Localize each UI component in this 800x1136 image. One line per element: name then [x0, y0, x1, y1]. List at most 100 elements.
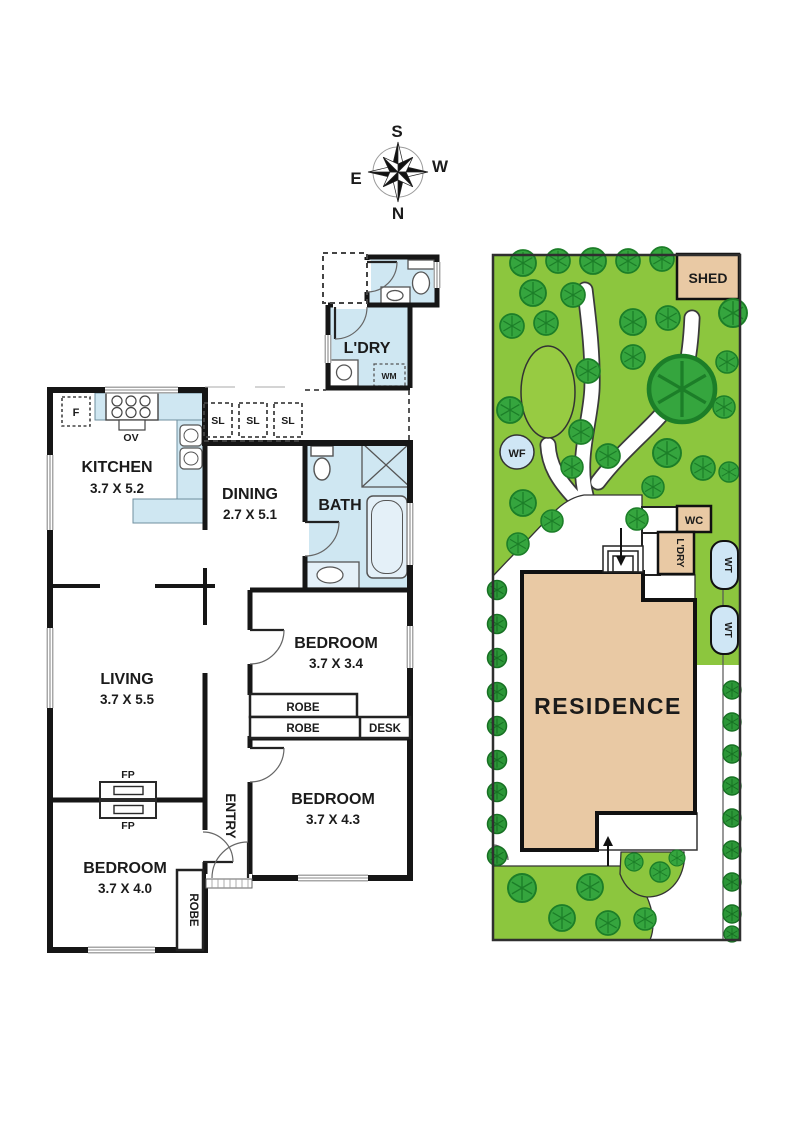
living-label: LIVING [100, 671, 153, 688]
shed [675, 252, 741, 301]
fireplace-label: FP [121, 769, 134, 781]
fireplace-label: FP [121, 820, 134, 832]
bedroom1-dims: 3.7 X 3.4 [309, 656, 364, 671]
floor-plan: KITCHEN 3.7 X 5.2 DINING 2.7 X 5.1 BATH … [46, 252, 441, 954]
dining-label: DINING [222, 486, 278, 503]
bath-toilet-icon [310, 445, 334, 481]
fridge-space-outline [61, 396, 91, 427]
tree-icon [624, 852, 644, 872]
compass-north-label: N [392, 204, 404, 223]
robe-label: ROBE [286, 723, 320, 735]
bedroom3-dims: 3.7 X 4.0 [98, 881, 152, 896]
tree-icon [579, 247, 607, 275]
front-porch-steps [205, 878, 253, 889]
tree-icon [641, 475, 665, 499]
bedroom2-dims: 3.7 X 4.3 [306, 812, 361, 827]
tree-icon [519, 279, 547, 307]
compass-east-label: E [350, 169, 361, 188]
tree-icon [499, 313, 525, 339]
compass-star-icon [367, 141, 429, 203]
shrub-icon [722, 872, 742, 892]
tree-icon [668, 849, 686, 867]
living-dims: 3.7 X 5.5 [100, 692, 155, 707]
fireplace-icon [99, 781, 157, 819]
tree-icon [595, 443, 621, 469]
water-feature-label: WF [508, 448, 525, 460]
tree-icon [625, 507, 649, 531]
lawn-oval [520, 345, 576, 439]
open-plan-wall-stubs [50, 568, 215, 625]
tree-icon [545, 248, 571, 274]
bedroom3-label: BEDROOM [83, 860, 167, 877]
bedroom2-label: BEDROOM [291, 791, 375, 808]
shrub-icon [486, 845, 508, 867]
compass-south-label: S [391, 122, 402, 141]
laundry-wc-walls [325, 254, 440, 391]
residence-label: RESIDENCE [534, 693, 682, 719]
window [46, 455, 54, 530]
tree-icon [560, 282, 586, 308]
kitchen-dims: 3.7 X 5.2 [90, 481, 144, 496]
shrub-icon [722, 712, 742, 732]
window [324, 335, 332, 363]
tree-icon [496, 396, 524, 424]
shrub-icon [486, 613, 508, 635]
compass-rose: S N E W [350, 122, 449, 223]
shrub-icon [722, 808, 742, 828]
tree-icon [655, 305, 681, 331]
rear-entry-arrow [616, 528, 626, 566]
robe-label: ROBE [187, 893, 199, 927]
window [105, 386, 178, 394]
window [406, 626, 414, 668]
tree-icon [715, 350, 739, 374]
dashed-outlines [61, 252, 410, 442]
laundry-label: L'DRY [344, 340, 391, 357]
door-swing-arcs [202, 261, 398, 879]
shrub-icon [722, 904, 742, 924]
water-tank [710, 605, 739, 655]
residence-footprint [520, 570, 697, 852]
water-tank-label: WT [722, 557, 733, 573]
cooktop-icon [105, 392, 159, 431]
tree-icon [575, 358, 601, 384]
tree-icon [690, 455, 716, 481]
bedroom1-label: BEDROOM [294, 635, 378, 652]
wc-toilet-icon [407, 259, 435, 295]
shrub-icon [722, 776, 742, 796]
shrub-icon [486, 579, 508, 601]
site-laundry-label: L'DRY [674, 538, 685, 568]
tree-icon [619, 308, 647, 336]
water-tank-label: WT [722, 622, 733, 638]
shrub-icon [486, 647, 508, 669]
skylight-label: SL [246, 415, 260, 427]
kitchen-sink-icon [179, 424, 203, 470]
kitchen-label: KITCHEN [81, 459, 152, 476]
bath-vanity-icon [304, 561, 360, 589]
tree-icon [649, 356, 715, 422]
water-feature [499, 434, 535, 470]
tree-icon [620, 344, 646, 370]
tree-icon [576, 873, 604, 901]
side-strip [695, 665, 740, 940]
skylight-box [238, 402, 268, 438]
entry-label: ENTRY [223, 793, 238, 838]
window [88, 946, 155, 954]
skylight-box [203, 402, 233, 438]
tree-icon [712, 395, 736, 419]
site-plan: RESIDENCE SHED WC L'DRY WT WT WF [486, 246, 748, 943]
windows [46, 262, 441, 954]
open-porch-outline [322, 252, 368, 304]
laundry-trough-icon [329, 359, 359, 387]
skylight-label: SL [281, 415, 295, 427]
shrub-icon [486, 681, 508, 703]
tree-icon [649, 861, 671, 883]
shrub-icon [486, 813, 508, 835]
tree-icon [633, 907, 657, 931]
skylight-label: SL [211, 415, 225, 427]
tree-icon [560, 455, 584, 479]
tree-icon [718, 298, 748, 328]
robe-desk-joinery [175, 692, 412, 952]
bathtub-icon [366, 495, 408, 579]
tree-icon [595, 910, 621, 936]
